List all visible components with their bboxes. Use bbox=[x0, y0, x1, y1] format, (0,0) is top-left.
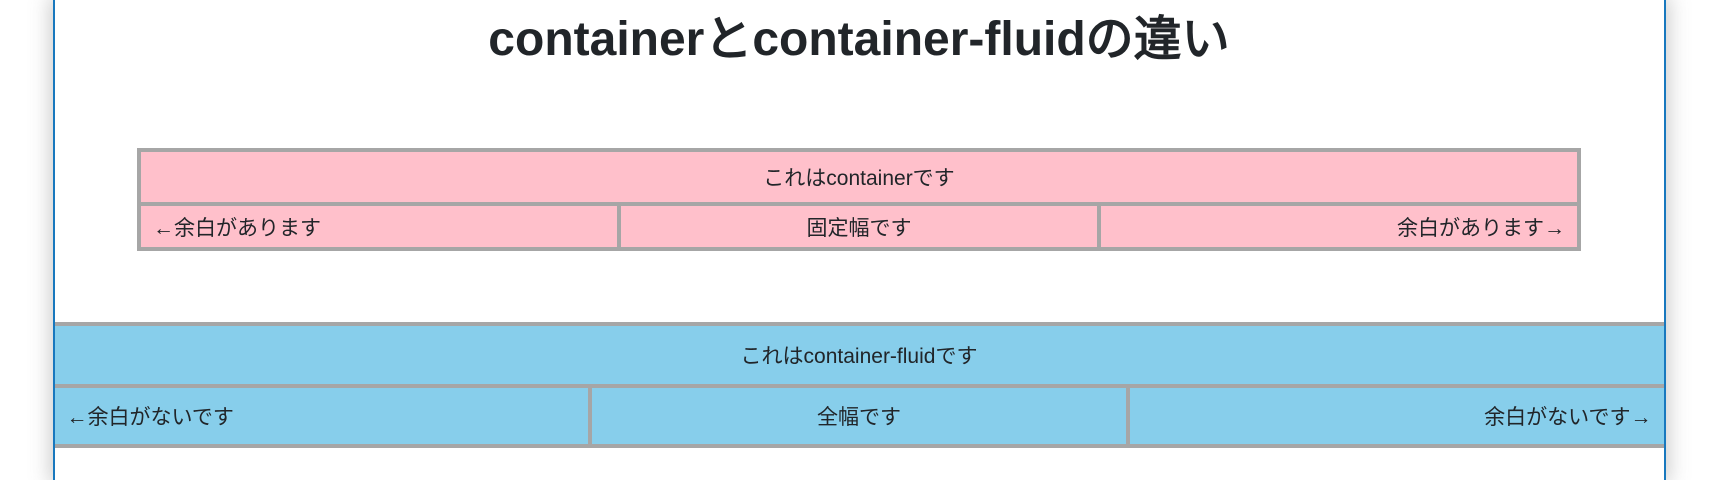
container-fluid-columns-row: ←余白がないです 全幅です 余白がないです→ bbox=[54, 388, 1664, 444]
container-left-cell: ←余白があります bbox=[141, 206, 617, 247]
browser-page: containerとcontainer-fluidの違い これはcontaine… bbox=[52, 0, 1666, 480]
page-title: containerとcontainer-fluidの違い bbox=[488, 13, 1230, 66]
container-columns-row: ←余白があります 固定幅です 余白があります→ bbox=[141, 206, 1577, 247]
container-fluid-left-cell: ←余白がないです bbox=[54, 388, 589, 444]
container-demo-box: これはcontainerです ←余白があります 固定幅です 余白があります→ bbox=[137, 148, 1581, 251]
container-header-cell: これはcontainerです bbox=[141, 152, 1577, 202]
container-fluid-center-cell: 全幅です bbox=[592, 388, 1126, 444]
container-right-cell: 余白があります→ bbox=[1101, 206, 1577, 247]
container-center-cell: 固定幅です bbox=[621, 206, 1097, 247]
container-fluid-demo-box: これはcontainer-fluidです ←余白がないです 全幅です 余白がない… bbox=[54, 322, 1664, 448]
container-fluid-header-cell: これはcontainer-fluidです bbox=[54, 326, 1664, 384]
container-fluid-right-cell: 余白がないです→ bbox=[1129, 388, 1664, 444]
